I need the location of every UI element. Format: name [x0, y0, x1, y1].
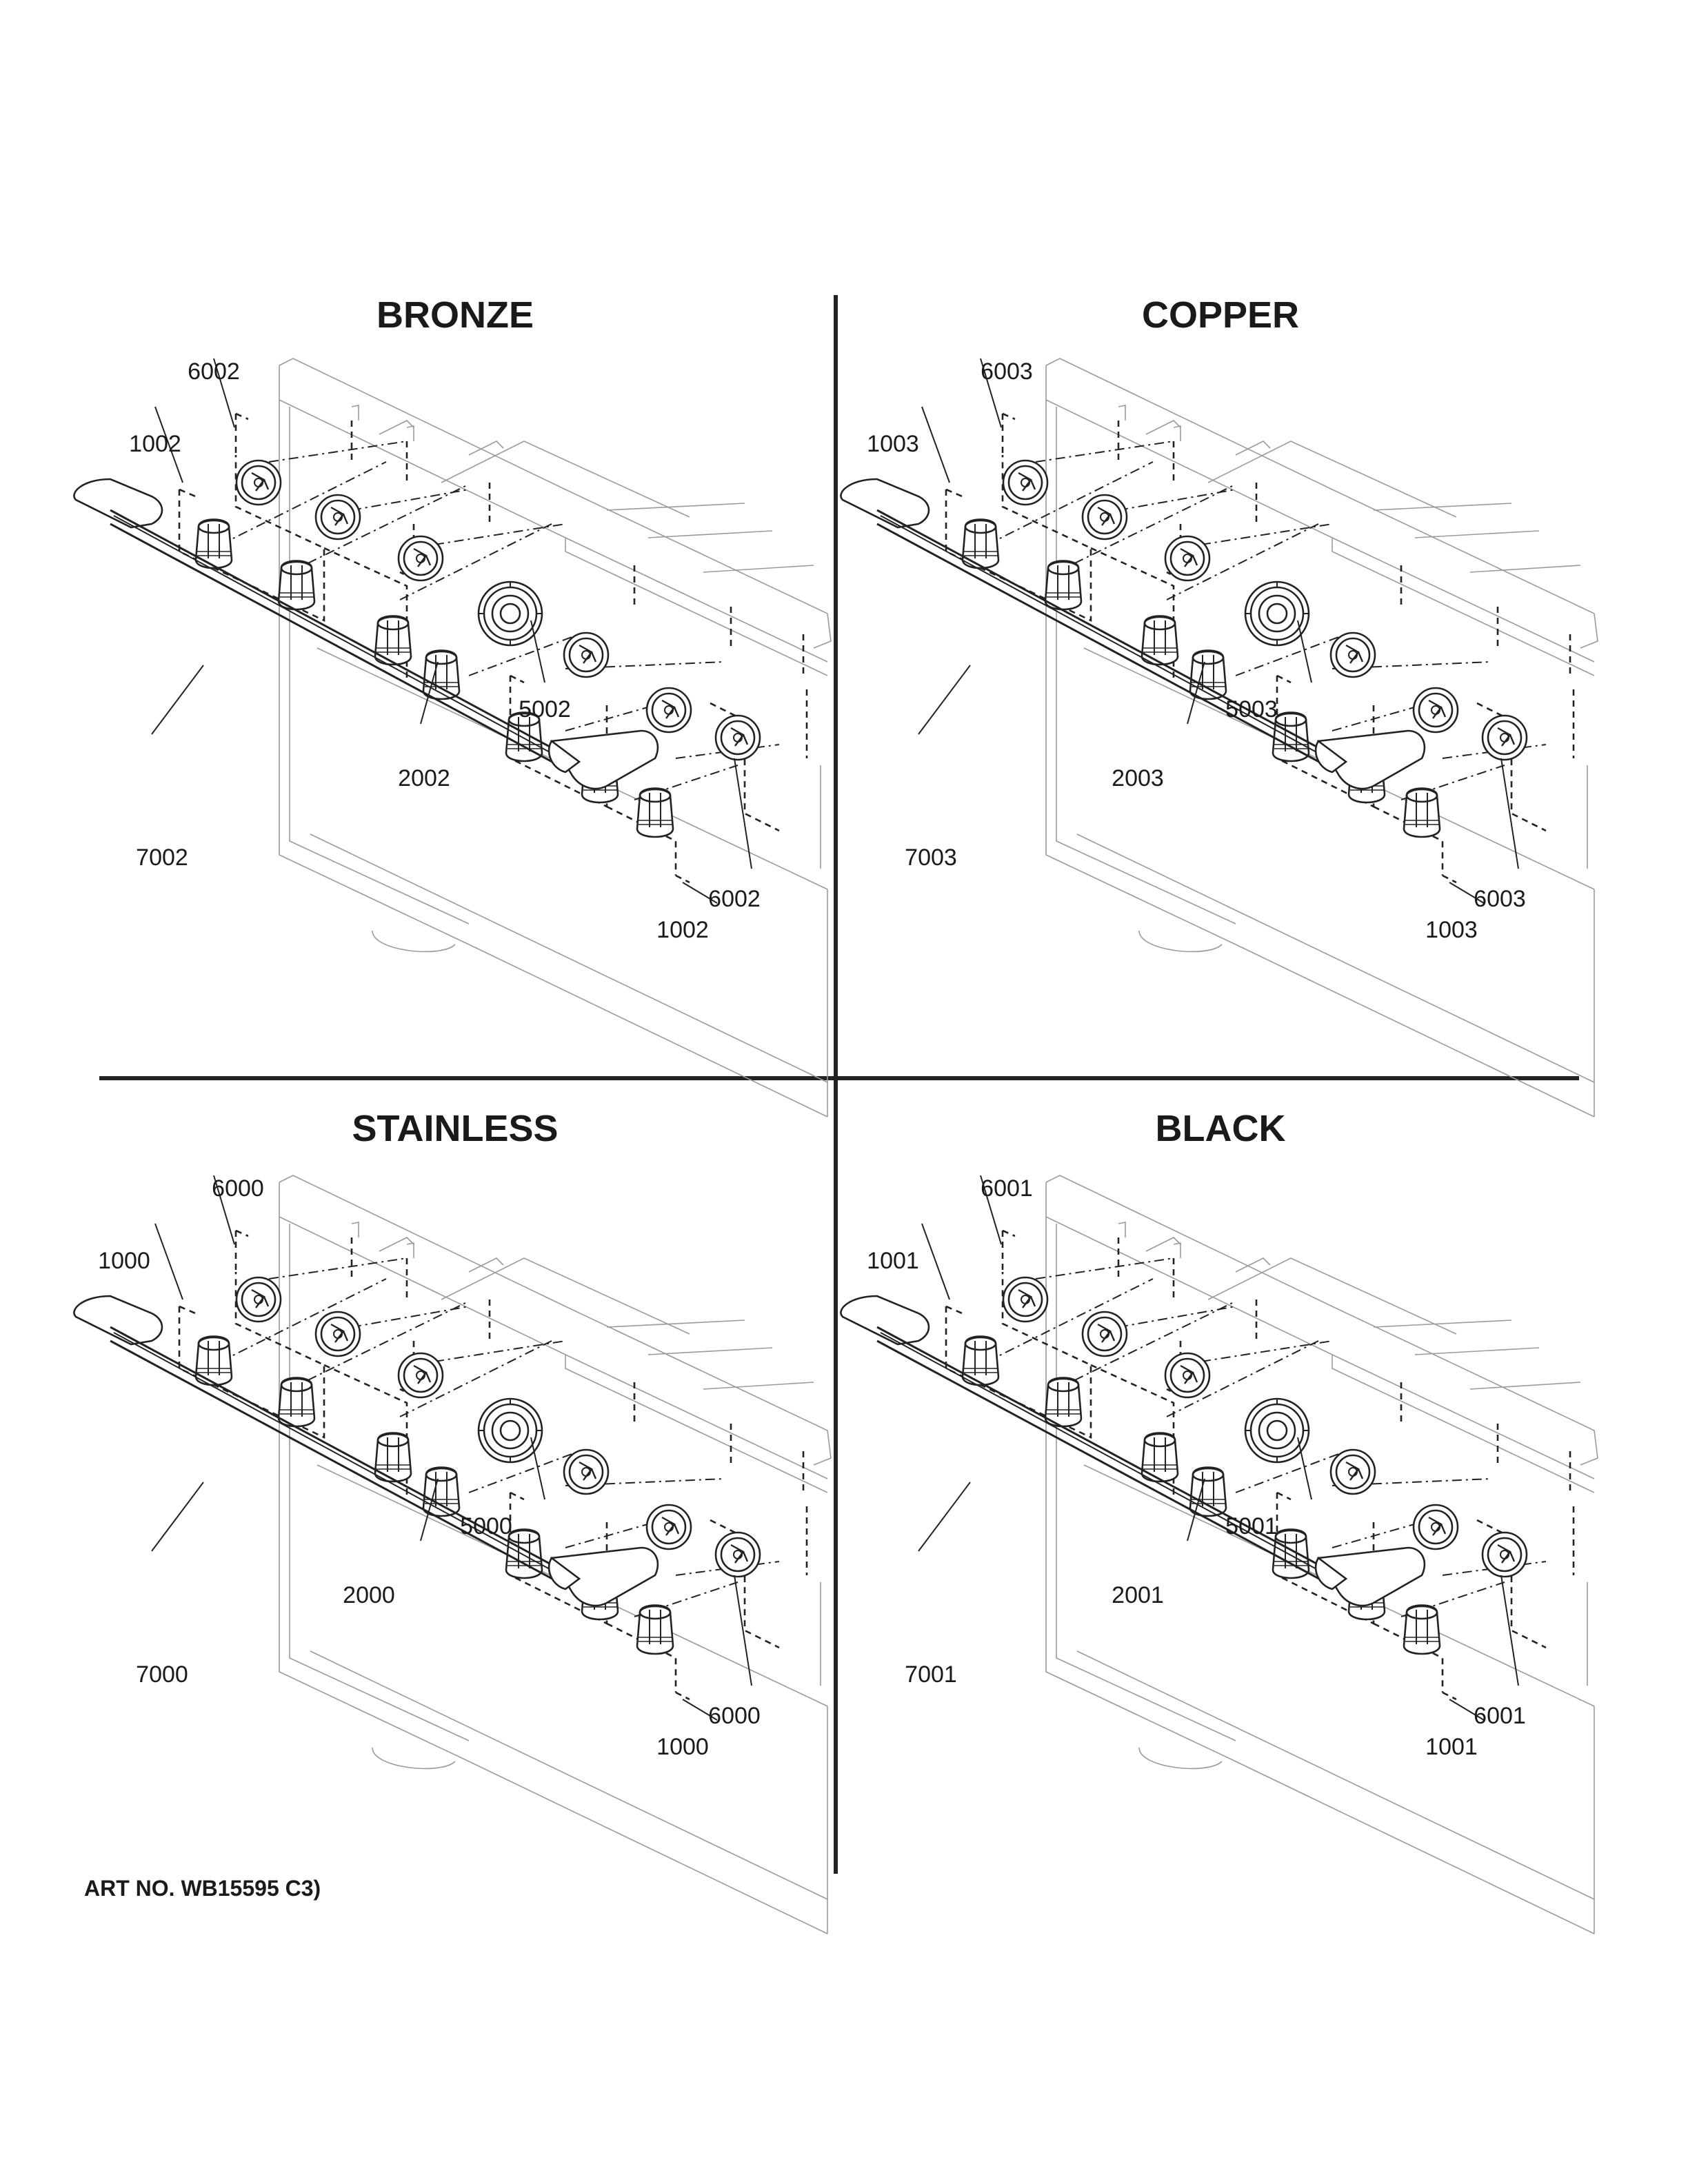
copper-assembly-drawing — [841, 358, 1598, 1117]
callout-center-knob: 2002 — [398, 765, 450, 791]
stainless-assembly-drawing — [74, 1175, 831, 1934]
callout-ring-bottom: 6003 — [1474, 886, 1526, 912]
callout-ring-top: 6000 — [212, 1175, 264, 1202]
art-number: ART NO. WB15595 C3) — [84, 1876, 321, 1901]
bronze-assembly-drawing — [74, 358, 831, 1117]
callout-center-knob: 2000 — [343, 1582, 395, 1608]
quadrant-copper: COPPER 6003 1003 5003 2003 7003 6003 100… — [841, 294, 1598, 1117]
callout-knob-bottom: 1002 — [656, 917, 709, 943]
callout-knob-bottom: 1003 — [1425, 917, 1478, 943]
callout-center-knob: 2003 — [1112, 765, 1164, 791]
callout-knob-top: 1003 — [867, 431, 919, 457]
callout-center-ring: 5001 — [1225, 1513, 1278, 1539]
callout-knob-top: 1000 — [98, 1248, 150, 1274]
callout-center-ring: 5002 — [519, 696, 571, 722]
callout-ring-top: 6003 — [981, 358, 1033, 385]
callout-knob-top: 1002 — [129, 431, 181, 457]
callout-center-ring: 5003 — [1225, 696, 1278, 722]
callout-handle: 7003 — [905, 845, 957, 871]
callout-ring-top: 6001 — [981, 1175, 1033, 1202]
quadrant-title: BLACK — [1156, 1108, 1286, 1149]
callout-center-knob: 2001 — [1112, 1582, 1164, 1608]
callout-knob-bottom: 1001 — [1425, 1734, 1478, 1760]
black-assembly-drawing — [841, 1175, 1598, 1934]
callout-handle: 7000 — [136, 1661, 188, 1688]
callout-knob-top: 1001 — [867, 1248, 919, 1274]
quadrant-bronze: BRONZE 6002 1002 5002 2002 7002 6002 100… — [74, 294, 831, 1117]
callout-ring-top: 6002 — [188, 358, 240, 385]
callout-ring-bottom: 6000 — [708, 1703, 761, 1729]
callout-ring-bottom: 6001 — [1474, 1703, 1526, 1729]
quadrant-title: STAINLESS — [352, 1108, 558, 1149]
quadrant-title: COPPER — [1142, 294, 1299, 336]
callout-handle: 7002 — [136, 845, 188, 871]
quadrant-stainless: STAINLESS 6000 1000 5000 2000 7000 6000 … — [74, 1108, 831, 1934]
quadrant-black: BLACK 6001 1001 5001 2001 7001 6001 1001 — [841, 1108, 1598, 1934]
quadrant-title: BRONZE — [376, 294, 534, 336]
callout-knob-bottom: 1000 — [656, 1734, 709, 1760]
callout-center-ring: 5000 — [460, 1513, 512, 1539]
callout-ring-bottom: 6002 — [708, 886, 761, 912]
callout-handle: 7001 — [905, 1661, 957, 1688]
